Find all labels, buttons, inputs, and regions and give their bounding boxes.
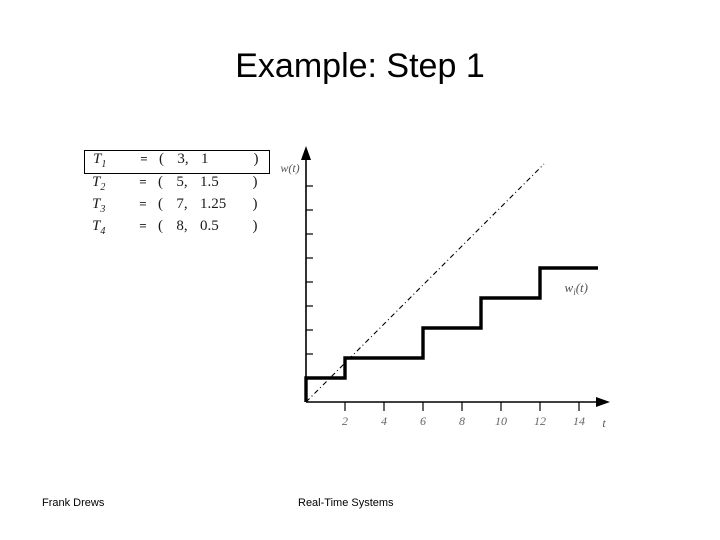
series-label-wi: wi(t) — [565, 280, 588, 297]
task-execution-value: 1.5 — [200, 174, 219, 190]
task-name-cell: T2 — [92, 174, 106, 193]
equals-sign: = — [139, 174, 147, 189]
task-period-value: 8, — [176, 218, 188, 234]
x-axis-label: t — [602, 416, 606, 430]
xtick-label-6: 14 — [573, 414, 585, 428]
equals-sign: = — [139, 218, 147, 233]
reference-line-wt — [305, 163, 545, 403]
open-paren: ( — [158, 218, 163, 234]
table-row: T3 = ( 7, 1.25 ) — [84, 196, 270, 218]
xtick-label-2: 6 — [420, 414, 426, 428]
task-name-cell: T1 — [93, 151, 107, 170]
workload-step-curve — [304, 266, 598, 402]
open-paren: ( — [158, 196, 163, 212]
task-period-value: 5, — [176, 174, 188, 190]
page-title: Example: Step 1 — [235, 47, 485, 85]
open-paren: ( — [158, 174, 163, 190]
close-paren: ) — [252, 196, 258, 212]
x-axis-arrowhead — [596, 397, 610, 407]
x-axis-ticks — [344, 402, 580, 411]
xtick-label-4: 10 — [495, 414, 507, 428]
footer-subject: Real-Time Systems — [298, 497, 394, 509]
y-axis-ticks — [306, 185, 313, 379]
equals-sign: = — [140, 151, 148, 166]
task-name-cell: T4 — [92, 218, 106, 237]
chart-svg: 2 4 6 8 10 12 14 t w(t) wi(t) — [280, 146, 610, 430]
task-period-value: 3, — [177, 151, 189, 167]
task-parameter-table: T1 = ( 3, 1 ) T2 = ( 5, 1.5 ) T3 = ( 7, … — [84, 150, 270, 240]
close-paren: ) — [252, 218, 258, 234]
workload-step-chart: 2 4 6 8 10 12 14 t w(t) wi(t) — [276, 140, 620, 432]
y-axis-arrowhead — [301, 146, 311, 160]
y-axis-label: w(t) — [280, 161, 299, 175]
task-execution-value: 0.5 — [200, 218, 219, 234]
task-execution-value: 1.25 — [200, 196, 227, 212]
open-paren: ( — [159, 151, 164, 167]
task-name-cell: T3 — [92, 196, 106, 215]
close-paren: ) — [253, 151, 259, 167]
table-row: T4 = ( 8, 0.5 ) — [84, 218, 270, 240]
close-paren: ) — [252, 174, 258, 190]
footer-author: Frank Drews — [42, 497, 105, 509]
xtick-label-0: 2 — [342, 414, 348, 428]
xtick-label-5: 12 — [534, 414, 546, 428]
xtick-label-1: 4 — [381, 414, 387, 428]
equals-sign: = — [139, 196, 147, 211]
task-execution-value: 1 — [201, 151, 209, 167]
table-row: T2 = ( 5, 1.5 ) — [84, 174, 270, 196]
task-period-value: 7, — [176, 196, 188, 212]
table-row: T1 = ( 3, 1 ) — [84, 150, 270, 174]
xtick-label-3: 8 — [459, 414, 465, 428]
